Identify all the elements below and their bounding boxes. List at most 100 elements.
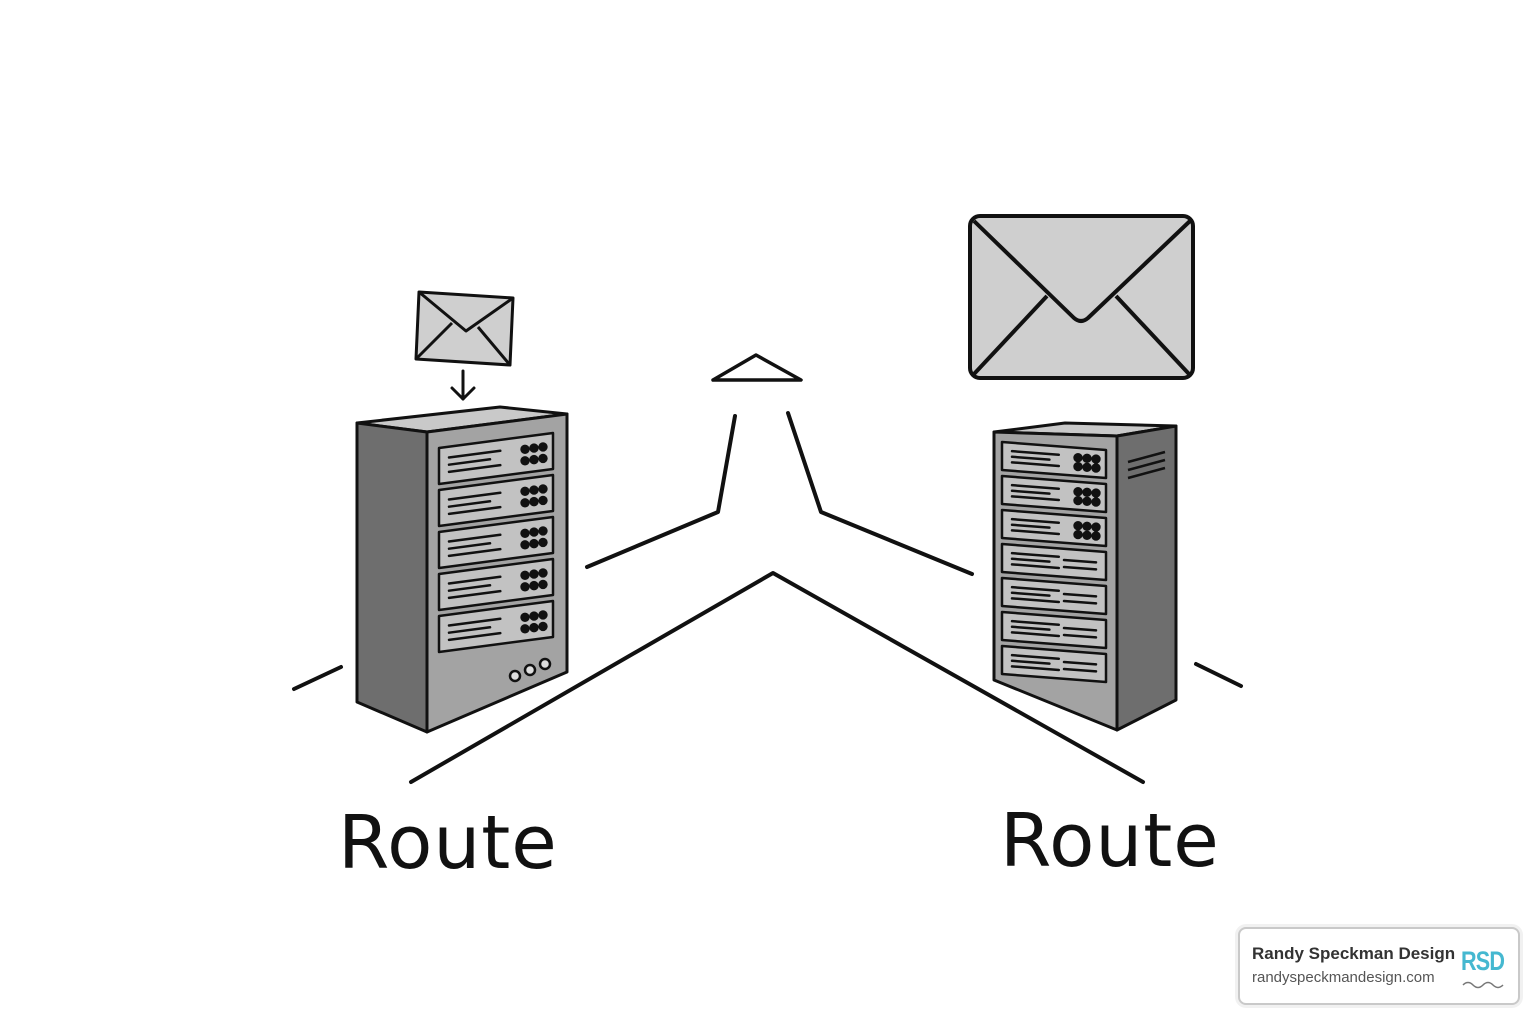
slot-led [529,496,539,507]
slot-line [447,542,492,550]
server-slot [1000,610,1108,650]
brand-name: Randy Speckman Design [1252,944,1456,963]
slot-led [1082,487,1092,498]
slot-line [447,589,502,600]
slot-led [538,621,548,632]
slot-line [1010,551,1061,559]
slot-led [520,528,530,538]
brand-card[interactable]: Randy Speckman Design randyspeckmandesig… [1238,927,1520,1005]
slot-line [447,449,502,459]
slot-line [1062,660,1098,666]
slot-led [520,486,530,496]
envelope-icon [414,290,515,367]
slot-line [447,631,502,642]
slot-line [1010,591,1051,597]
slot-led [1082,453,1092,464]
slot-line [1010,483,1061,491]
slot-led [1091,497,1101,507]
slot-led [538,442,548,452]
slot-line [447,547,502,558]
slot-line [447,458,492,466]
route-paths [292,353,1243,784]
server-slots [437,431,555,654]
slot-led [520,624,530,634]
route-path-stub-left [292,665,343,691]
brand-url[interactable]: randyspeckmandesign.com [1252,969,1435,986]
slot-led [1073,486,1083,497]
slot-led [538,537,548,548]
slot-line [1010,563,1061,570]
slot-led [520,570,530,580]
slot-line [447,533,502,543]
slot-line [1010,597,1061,604]
slot-line [1010,625,1051,631]
slot-line [1010,659,1051,665]
route-path-upper-left [585,414,737,569]
route-path-upper-right [786,411,974,576]
slot-line [1010,455,1051,461]
slot-led [529,569,539,579]
route-path-bottom [409,571,1145,784]
slot-line [447,463,502,474]
slot-led [1091,522,1101,532]
slot-led [520,498,530,508]
slot-line [1062,565,1098,571]
slot-line [447,626,492,634]
slot-line [1010,619,1061,627]
slot-led [538,484,548,494]
slot-led [1082,530,1092,540]
slot-line [447,500,492,508]
slot-led [1073,495,1083,506]
slot-line [447,575,502,585]
slot-led [1091,488,1101,498]
slot-led [529,538,539,549]
slot-line [1010,585,1061,593]
server-icon [992,421,1178,732]
slot-led [520,456,530,466]
slot-led [1073,452,1083,463]
slot-led [520,444,530,454]
server-icon [355,405,569,734]
slot-line [1010,653,1061,661]
slot-led [520,582,530,592]
slot-led [1073,461,1083,472]
slot-led [1091,531,1101,541]
slot-led [529,611,539,621]
slot-led [538,495,548,506]
slot-line [1062,599,1098,605]
server-side [1115,424,1178,732]
slot-led [529,443,539,453]
server-buttons [508,657,552,683]
slot-led [1073,520,1083,531]
slot-line [1010,631,1061,638]
server-slot [1000,644,1108,684]
slot-led [538,453,548,464]
slot-line [1010,557,1051,563]
route-label-left: Route [338,800,558,886]
slot-line [1062,558,1098,564]
slot-led [529,580,539,591]
server-slot [1000,576,1108,616]
slot-line [447,584,492,592]
slot-led [538,568,548,578]
slot-line [1010,489,1051,495]
slot-line [1062,633,1098,639]
route-label-right: Route [1000,798,1220,884]
server-slots [1000,440,1108,684]
server-side [355,421,429,734]
envelope-icon [968,214,1195,380]
slot-led [529,527,539,537]
slot-led [538,610,548,620]
slot-led [1082,496,1092,506]
slot-line [1062,667,1098,673]
slot-led [1091,454,1101,464]
slot-line [1010,517,1061,525]
arrow-down-icon [450,369,476,401]
server-vents [1127,450,1166,480]
slot-line [1010,495,1061,502]
slot-line [447,505,502,516]
slot-led [529,485,539,495]
slot-line [1062,592,1098,598]
slot-line [1010,523,1051,529]
slot-led [1082,462,1092,472]
